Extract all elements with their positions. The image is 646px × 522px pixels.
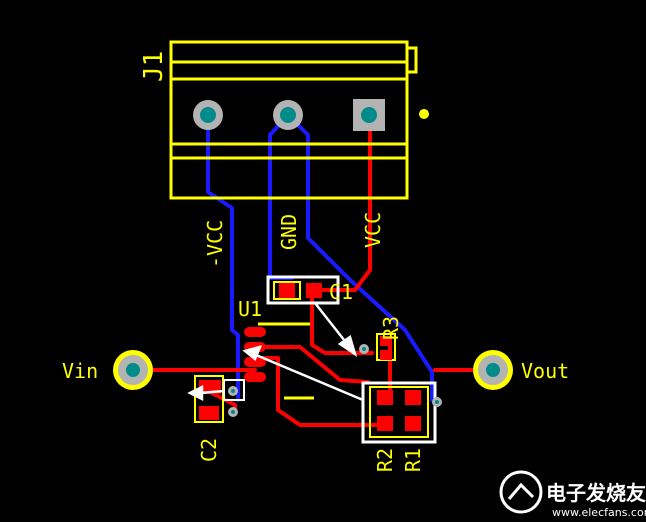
c1-designator: C1 — [329, 280, 353, 304]
j1-designator: J1 — [139, 51, 169, 82]
pad-hole — [280, 107, 296, 123]
r2-pad-1[interactable] — [377, 390, 393, 405]
r2-pad-2[interactable] — [377, 416, 393, 431]
c1-silk — [273, 281, 301, 300]
pin-label-gnd: GND — [277, 214, 301, 250]
j1-pads[interactable] — [193, 99, 385, 131]
via-hole — [435, 400, 439, 404]
arrow-c2 — [199, 389, 225, 395]
r1-designator: R1 — [401, 448, 425, 472]
trace-gnd-right[interactable] — [286, 113, 434, 402]
u1-pin[interactable] — [244, 372, 266, 382]
r3-pad-1[interactable] — [380, 336, 392, 346]
pin1-indicator-dot — [419, 109, 429, 119]
j1-outline — [169, 40, 409, 200]
c1-pad-1[interactable] — [279, 283, 295, 298]
r1-pad-2[interactable] — [405, 416, 421, 431]
arrow-head-icon — [337, 334, 358, 357]
r2-designator: R2 — [373, 448, 397, 472]
r3-pad-2[interactable] — [380, 350, 392, 360]
c1-pad-2[interactable] — [306, 283, 322, 298]
pin-label-vcc: VCC — [361, 212, 385, 248]
pad-hole — [361, 107, 377, 123]
terminal-vout[interactable] — [473, 350, 513, 390]
terminal-vin[interactable] — [113, 350, 153, 390]
c2-designator: C2 — [197, 438, 221, 462]
r3-designator: R3 — [379, 316, 403, 340]
component-r3[interactable] — [376, 333, 396, 361]
c2-selection-box — [223, 379, 245, 401]
connector-j1[interactable] — [169, 40, 418, 200]
arrow-head-icon — [187, 384, 204, 402]
via-hole — [231, 389, 235, 393]
logo-mark — [507, 482, 535, 500]
c2-pad-2[interactable] — [199, 406, 219, 420]
j1-latch — [407, 46, 418, 74]
r1-r2-selection-box — [361, 381, 437, 444]
arrow-head-icon — [242, 345, 263, 362]
watermark-url: www.elecfans.com — [552, 506, 646, 519]
pad-hole — [486, 363, 500, 377]
r1-r2-silk — [369, 386, 429, 438]
via-hole — [231, 410, 235, 414]
annotation-arrows — [187, 302, 364, 402]
u1-pin[interactable] — [244, 327, 266, 337]
trace-c1-r3[interactable] — [310, 290, 374, 355]
trace-neg-vcc[interactable] — [206, 113, 240, 402]
component-r1-r2[interactable] — [361, 381, 437, 444]
pin-label-neg-vcc: -VCC — [203, 220, 227, 268]
c1-selection-box — [266, 275, 340, 305]
vout-label: Vout — [521, 359, 569, 383]
pad-hole — [200, 107, 216, 123]
pad-hole — [126, 363, 140, 377]
component-c1[interactable] — [266, 275, 340, 305]
trace-u1-r2[interactable] — [264, 345, 370, 384]
watermark-text: 电子发烧友 — [546, 481, 646, 505]
vias[interactable] — [228, 344, 442, 417]
u1-pin[interactable] — [244, 357, 266, 367]
elecfans-logo-icon — [499, 470, 543, 514]
via-hole — [362, 347, 366, 351]
u1-designator: U1 — [238, 297, 262, 321]
watermark: 电子发烧友 www.elecfans.com — [499, 470, 646, 519]
logo-ring — [499, 470, 543, 514]
vin-label: Vin — [62, 359, 98, 383]
arrow-r2-to-u1 — [255, 353, 364, 402]
component-u1[interactable] — [244, 322, 314, 400]
r1-pad-1[interactable] — [405, 390, 421, 405]
arrow-c1-to-r3 — [314, 302, 349, 346]
